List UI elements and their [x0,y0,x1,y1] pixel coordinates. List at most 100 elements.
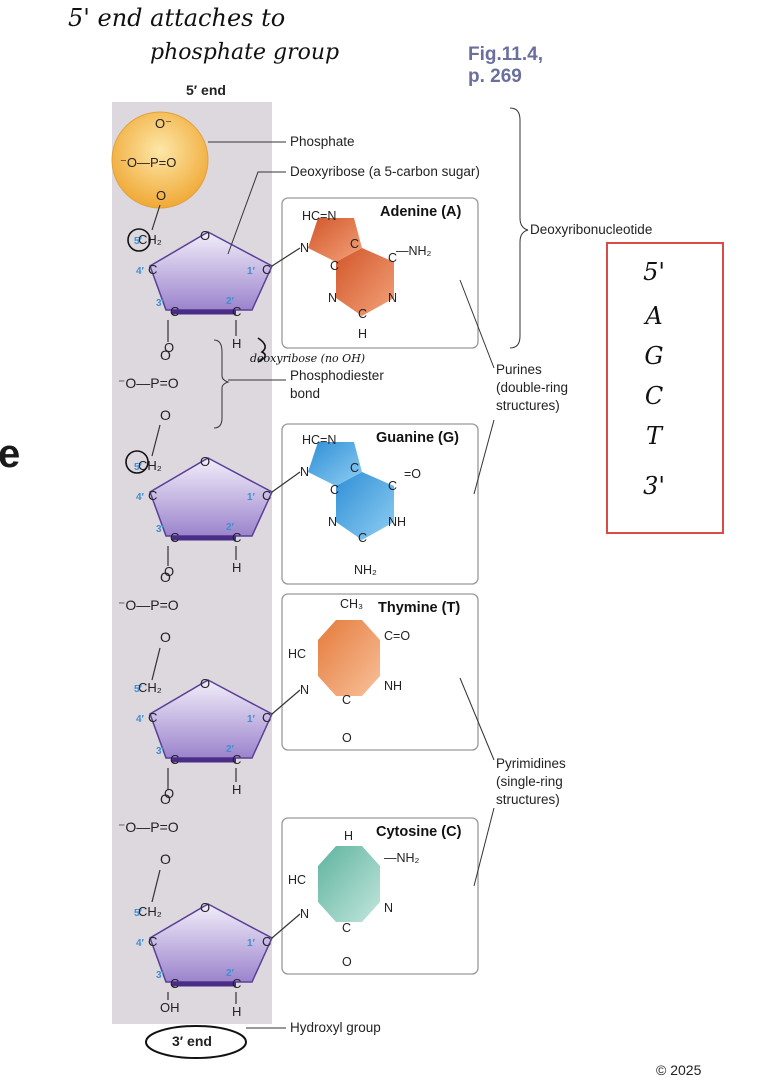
svg-text:HC=N: HC=N [302,209,336,223]
svg-text:2′: 2′ [226,744,235,755]
phosphate-sphere [111,111,209,209]
svg-text:HC=N: HC=N [302,433,336,447]
svg-text:O: O [200,900,210,915]
svg-text:1′: 1′ [247,938,256,949]
svg-text:C: C [148,262,157,277]
sequence-letter-c: C [644,382,664,410]
svg-text:NH: NH [388,515,406,529]
deoxyribose-note: deoxyribose (no OH) [250,352,366,365]
deoxyribonucleotide-label: Deoxyribonucleotide [530,222,653,237]
svg-text:C: C [170,976,179,991]
svg-text:C: C [350,237,359,251]
svg-text:O: O [200,228,210,243]
svg-text:NH: NH [384,679,402,693]
svg-text:5′: 5′ [134,462,143,473]
svg-text:3′: 3′ [156,746,165,757]
svg-text:O: O [160,629,171,645]
svg-text:C: C [170,530,179,545]
sequence-letter-a: A [645,302,663,330]
svg-text:⁻O—P=O: ⁻O—P=O [120,155,176,170]
svg-text:HC: HC [288,873,306,887]
guanine-ring-5 [308,442,362,486]
thymine-ring [318,620,380,696]
svg-text:CH₃: CH₃ [340,597,363,611]
svg-text:C: C [232,752,241,767]
svg-text:H: H [344,829,353,843]
svg-text:C: C [350,461,359,475]
svg-text:2′: 2′ [226,522,235,533]
adenine-ring-5 [308,218,362,262]
copyright: © 2025 [656,1062,702,1078]
pyrimidines-label-2: (single-ring [496,774,563,789]
svg-text:=O: =O [404,467,421,481]
svg-text:C: C [388,479,397,493]
phosphodiester-label-2: bond [290,386,321,401]
phosphodiester-label-1: Phosphodiester [290,368,384,383]
svg-text:C: C [330,259,339,273]
svg-text:C=O: C=O [384,629,410,643]
cropped-letter: e [0,432,21,476]
svg-text:H: H [358,327,367,341]
svg-text:N: N [328,515,337,529]
hydroxyl-label: Hydroxyl group [290,1020,381,1035]
svg-text:C: C [262,710,271,725]
annotation-line-1: 5' end attaches to [68,4,286,32]
svg-text:C: C [358,531,367,545]
svg-text:C: C [232,976,241,991]
three-prime-end-label: 3′ end [172,1033,212,1049]
svg-text:C: C [148,934,157,949]
svg-text:H: H [232,336,241,351]
pyrimidines-label-1: Pyrimidines [496,756,566,771]
svg-text:C: C [330,483,339,497]
purines-label-1: Purines [496,362,542,377]
svg-text:C: C [342,693,351,707]
svg-text:3′: 3′ [156,524,165,535]
svg-text:C: C [232,530,241,545]
sequence-letter-t: T [645,422,662,450]
svg-text:CH₂: CH₂ [138,458,162,473]
svg-text:N: N [388,291,397,305]
svg-text:N: N [300,465,309,479]
adenine-ring-6 [336,248,394,316]
svg-text:4′: 4′ [136,938,145,949]
sequence-letter-g: G [644,342,664,370]
svg-text:O: O [156,188,166,203]
svg-text:O: O [164,564,174,579]
svg-text:C: C [342,921,351,935]
svg-text:—NH₂: —NH₂ [384,851,420,865]
svg-text:⁻O—P=O: ⁻O—P=O [118,819,179,835]
svg-text:O: O [164,786,174,801]
svg-text:⁻O—P=O: ⁻O—P=O [118,597,179,613]
guanine-ring-6 [336,472,394,540]
svg-text:O: O [160,851,171,867]
svg-text:N: N [300,907,309,921]
svg-text:CH₂: CH₂ [138,680,162,695]
svg-text:C: C [148,710,157,725]
svg-text:O⁻: O⁻ [155,116,172,131]
base-name-thymine: Thymine (T) [378,600,461,616]
base-name-cytosine: Cytosine (C) [376,824,462,840]
svg-text:C: C [170,304,179,319]
svg-text:C: C [388,251,397,265]
pyrimidines-label-3: structures) [496,792,560,807]
svg-text:N: N [328,291,337,305]
svg-text:O: O [200,454,210,469]
svg-text:O: O [160,347,171,363]
svg-text:1′: 1′ [247,492,256,503]
base-name-adenine: Adenine (A) [380,204,462,220]
svg-text:NH₂: NH₂ [354,563,377,577]
svg-text:N: N [384,901,393,915]
svg-text:O: O [342,731,352,745]
svg-text:⁻O—P=O: ⁻O—P=O [118,375,179,391]
svg-text:C: C [232,304,241,319]
sequence-3-prime: 3' [643,472,665,500]
svg-text:4′: 4′ [136,714,145,725]
svg-text:HC: HC [288,647,306,661]
svg-text:N: N [300,241,309,255]
sequence-5-prime: 5' [643,258,665,286]
sequence-box [606,242,724,534]
deoxyribose-label: Deoxyribose (a 5-carbon sugar) [290,164,480,179]
base-name-guanine: Guanine (G) [376,430,459,446]
svg-text:2′: 2′ [226,968,235,979]
